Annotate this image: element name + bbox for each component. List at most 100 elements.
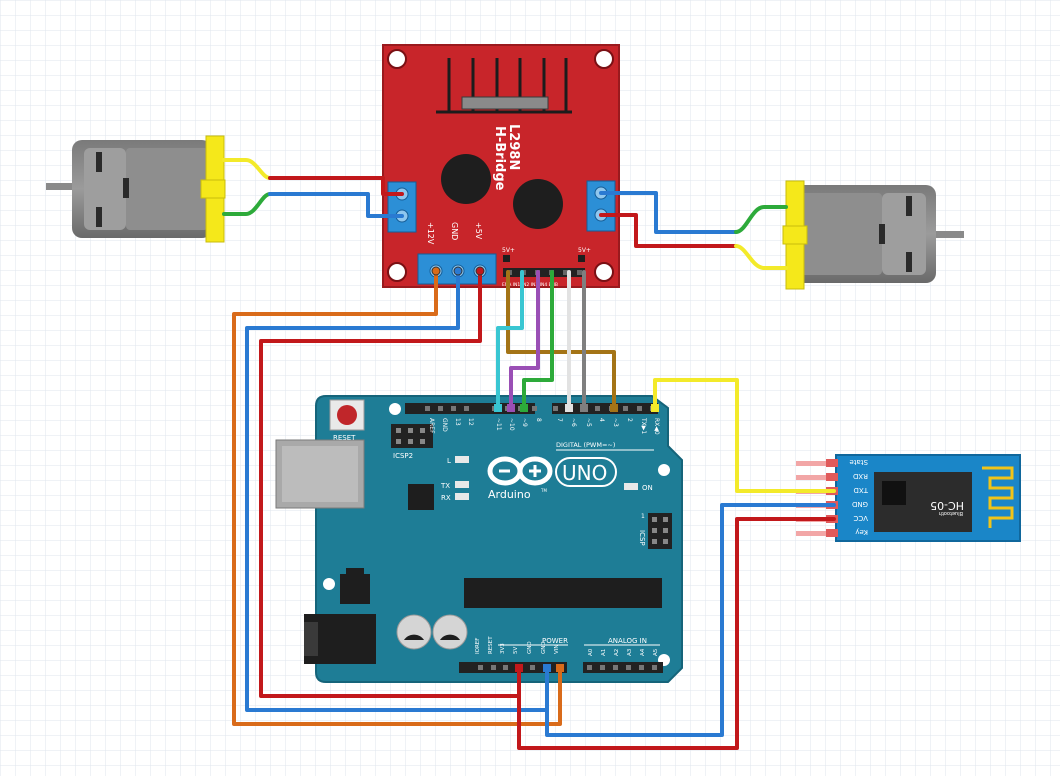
analog-pin-hole[interactable]	[639, 665, 644, 670]
atmega-chip	[464, 578, 662, 608]
hc05-pin-lead	[796, 531, 832, 536]
digital-header-left[interactable]	[405, 403, 535, 414]
power-pin-hole[interactable]	[530, 665, 535, 670]
power-pin-label: GND	[541, 641, 547, 654]
power-pin-label: 5V	[513, 647, 519, 654]
led-tx-label: TX	[440, 482, 450, 490]
power-pin-hole[interactable]	[478, 665, 483, 670]
terminal-out-a[interactable]	[387, 181, 417, 233]
analog-pin-hole[interactable]	[600, 665, 605, 670]
icsp-label: ICSP	[638, 530, 646, 546]
digital-pin-hole[interactable]	[553, 406, 558, 411]
power-pin-hole[interactable]	[491, 665, 496, 670]
brand-label: Arduino	[488, 488, 531, 501]
uno-label: UNO	[562, 461, 607, 485]
hc05-pin-label: VCC	[853, 514, 868, 522]
digital-pin-label: ~10	[508, 418, 515, 431]
label-5v-ena: 5V+	[502, 247, 515, 254]
digital-pin-hole[interactable]	[532, 406, 537, 411]
digital-pin-label: 8	[535, 418, 542, 422]
left-motor[interactable]	[46, 135, 226, 243]
hc05-pin[interactable]	[826, 459, 838, 467]
digital-label: DIGITAL (PWM=~)	[556, 441, 615, 449]
analog-pin-label: A2	[614, 649, 620, 656]
led-l	[455, 456, 469, 463]
digital-pin-label: ~9	[521, 418, 528, 427]
capacitor-2	[432, 614, 468, 650]
l298n-board[interactable]: L298N H-Bridge +12V GND +5V 5V+ 5V+ ENA …	[382, 44, 620, 288]
reset-label: RESET	[333, 434, 356, 442]
led-on	[624, 483, 638, 490]
icsp2-label: ICSP2	[393, 452, 413, 460]
wires	[222, 158, 836, 750]
hc05-pin[interactable]	[826, 529, 838, 537]
l298n-name-label: H-Bridge	[492, 126, 507, 191]
digital-pin-hole[interactable]	[438, 406, 443, 411]
power-pin-label: IOREF	[475, 638, 481, 654]
digital-pin-hole[interactable]	[623, 406, 628, 411]
wire-bt-vcc-red	[517, 517, 836, 750]
analog-pin-hole[interactable]	[613, 665, 618, 670]
pin-endpoints	[431, 266, 659, 672]
trademark-label: TM	[540, 488, 547, 493]
jumper-ena[interactable]	[503, 255, 510, 262]
uno-badge	[555, 457, 617, 487]
analog-pin-hole[interactable]	[652, 665, 657, 670]
wire-bt-gnd-blue	[545, 503, 836, 737]
analog-pin-hole[interactable]	[626, 665, 631, 670]
digital-header-right[interactable]	[552, 403, 658, 414]
digital-pin-label: TX▶1	[640, 417, 647, 434]
analog-pin-label: A1	[601, 649, 607, 656]
wire-12v-vin-orange	[232, 269, 562, 726]
label-control-pins: ENA IN1 IN2 IN3 IN4 ENB	[502, 282, 558, 288]
digital-pin-label: GND	[441, 418, 448, 432]
power-pin-hole[interactable]	[503, 665, 508, 670]
digital-pin-label: ~3	[612, 418, 619, 427]
power-pin-label: GND	[527, 641, 533, 654]
digital-pin-hole[interactable]	[425, 406, 430, 411]
digital-pin-hole[interactable]	[637, 406, 642, 411]
analog-pin-hole[interactable]	[587, 665, 592, 670]
wire-left-motor-red	[268, 176, 404, 196]
label-5v-enb: 5V+	[578, 247, 591, 254]
wire-right-motor-red	[599, 213, 738, 248]
digital-pin-label: 13	[454, 418, 461, 426]
hc05-pin[interactable]	[826, 473, 838, 481]
power-pin-label: RESET	[488, 636, 494, 654]
power-pin-label: VIN	[554, 645, 560, 655]
label-gnd: GND	[450, 222, 459, 240]
digital-pin-label: 7	[556, 418, 563, 422]
power-header[interactable]	[459, 662, 567, 673]
reset-button[interactable]	[329, 399, 365, 431]
voltage-regulator	[340, 568, 370, 604]
label-12v: +12V	[426, 222, 435, 245]
digital-pin-label: ~11	[495, 418, 502, 431]
right-motor[interactable]	[782, 180, 964, 290]
capacitor-1	[396, 614, 432, 650]
digital-pin-hole[interactable]	[595, 406, 600, 411]
terminal-out-b[interactable]	[586, 180, 616, 232]
wire-left-motor-blue	[268, 192, 404, 218]
hc05-pin-label: State	[849, 458, 868, 466]
icsp-header[interactable]	[648, 513, 672, 549]
digital-pin-hole[interactable]	[451, 406, 456, 411]
digital-pin-label: RX◀0	[653, 418, 660, 435]
digital-pin-label: AREF	[428, 418, 435, 434]
usb-chip	[408, 484, 434, 510]
analog-header[interactable]	[583, 662, 663, 673]
icsp2-header[interactable]	[391, 424, 433, 448]
wire-right-motor-blue	[599, 191, 738, 234]
digital-pin-hole[interactable]	[464, 406, 469, 411]
wire-left-motor-green	[222, 192, 272, 216]
l298n-chip-label: L298N	[506, 124, 521, 170]
hc05-antenna	[982, 466, 1014, 528]
wire-in2-purple	[509, 270, 540, 410]
hc05-pin-label: RXD	[853, 472, 868, 480]
jumper-enb[interactable]	[578, 255, 585, 262]
led-on-label: ON	[642, 484, 653, 492]
digital-pin-label: 4	[598, 418, 605, 422]
hc05-pin-label: Key	[855, 528, 868, 536]
control-header[interactable]	[503, 268, 585, 277]
